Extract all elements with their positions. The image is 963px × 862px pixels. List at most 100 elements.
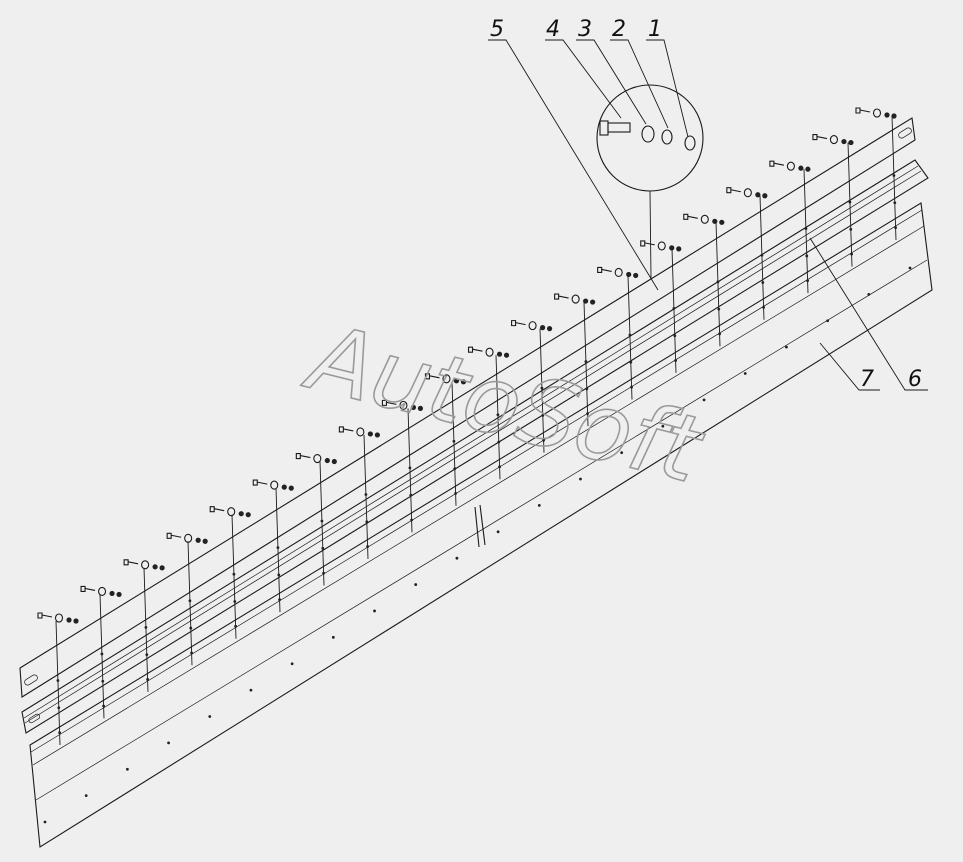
bolt-shank bbox=[558, 295, 569, 299]
bolt-head bbox=[597, 266, 603, 274]
mount-hole bbox=[674, 359, 677, 362]
mount-hole bbox=[453, 467, 457, 470]
plate-hole bbox=[743, 372, 747, 375]
plate-hole bbox=[908, 266, 912, 270]
spring-washer bbox=[712, 218, 718, 224]
mount-hole bbox=[234, 624, 238, 628]
mount-hole bbox=[629, 360, 633, 364]
mount-hole bbox=[584, 360, 588, 363]
mount-hole bbox=[278, 598, 281, 602]
drop-line bbox=[495, 355, 501, 480]
mount-hole bbox=[804, 227, 808, 231]
mount-hole bbox=[454, 491, 457, 495]
nut bbox=[848, 139, 854, 146]
spring-washer bbox=[755, 192, 761, 198]
bolt-shank bbox=[859, 109, 871, 113]
spring-washer bbox=[324, 457, 330, 464]
flat-washer bbox=[399, 400, 408, 410]
leader-lines bbox=[488, 39, 928, 391]
nut bbox=[331, 458, 337, 465]
flat-washer bbox=[54, 613, 64, 623]
flat-washer bbox=[485, 347, 494, 357]
drop-line bbox=[187, 541, 193, 666]
plate-hole bbox=[290, 662, 294, 666]
strip-wide-plate bbox=[29, 202, 933, 848]
bolt-head bbox=[855, 107, 861, 114]
mount-hole bbox=[893, 201, 897, 205]
drop-line bbox=[759, 195, 765, 320]
bolt-shank bbox=[773, 162, 785, 166]
mount-hole bbox=[498, 465, 501, 469]
mount-hole bbox=[102, 704, 105, 708]
drop-line bbox=[847, 142, 853, 267]
drop-line bbox=[671, 248, 677, 373]
bolt-stack bbox=[381, 399, 424, 533]
flat-washer bbox=[442, 374, 451, 384]
flat-washer bbox=[700, 214, 709, 224]
spring-washer bbox=[539, 325, 546, 331]
flat-washer bbox=[743, 188, 752, 198]
flat-washer bbox=[614, 267, 623, 278]
flat-washer bbox=[270, 480, 279, 490]
flat-washer bbox=[872, 108, 882, 118]
spring-washer bbox=[410, 404, 417, 410]
detail-view bbox=[596, 84, 704, 279]
nut bbox=[503, 352, 510, 358]
flat-washer bbox=[98, 586, 107, 596]
mount-hole bbox=[894, 226, 897, 230]
mount-hole bbox=[100, 652, 104, 656]
bolt-shank bbox=[515, 322, 526, 326]
mount-hole bbox=[320, 519, 324, 523]
callout-5: 5 bbox=[490, 17, 504, 42]
plate-hole bbox=[826, 319, 830, 323]
plate-hole bbox=[208, 715, 212, 718]
spring-washer bbox=[453, 378, 460, 384]
plate-hole bbox=[43, 820, 47, 824]
plate-hole bbox=[331, 635, 335, 639]
spring-washer bbox=[841, 138, 847, 145]
spring-washer bbox=[109, 590, 115, 597]
mount-hole bbox=[189, 626, 193, 630]
bolt-shank bbox=[41, 614, 53, 618]
bolt-shank bbox=[300, 454, 311, 459]
drop-line bbox=[55, 620, 61, 746]
mount-hole bbox=[805, 254, 809, 258]
flat-washer bbox=[657, 241, 666, 251]
mount-hole bbox=[321, 546, 325, 550]
drop-line bbox=[803, 169, 809, 294]
flat-washer bbox=[528, 321, 537, 331]
bolt-shank bbox=[730, 189, 741, 193]
flat-washer bbox=[829, 135, 838, 145]
bolt-head bbox=[640, 240, 646, 247]
bolt-head bbox=[381, 399, 387, 406]
spring-washer bbox=[367, 431, 373, 437]
plate-hole bbox=[249, 688, 253, 692]
bolt-head bbox=[812, 134, 818, 141]
mount-hole bbox=[849, 227, 853, 231]
drop-line bbox=[451, 381, 457, 506]
bolt-head bbox=[769, 160, 775, 167]
drop-line bbox=[319, 461, 325, 586]
nut bbox=[159, 565, 165, 571]
nut bbox=[719, 219, 725, 225]
fastener-group bbox=[37, 107, 897, 746]
mount-hole bbox=[672, 307, 676, 310]
mount-hole bbox=[144, 625, 148, 629]
bolt-shank bbox=[644, 242, 655, 246]
callout-3: 3 bbox=[578, 17, 592, 42]
bolt-head bbox=[80, 585, 86, 592]
bolt-shank bbox=[472, 348, 483, 352]
bolt-stack bbox=[597, 266, 639, 400]
plate-hole bbox=[84, 794, 88, 798]
mount-hole bbox=[408, 466, 412, 470]
callouts: 5 4 3 2 1 7 6 bbox=[490, 17, 922, 392]
plate-hole bbox=[125, 767, 129, 771]
mount-hole bbox=[232, 572, 236, 576]
mount-hole bbox=[496, 413, 500, 417]
nut bbox=[417, 405, 424, 411]
flat-washer bbox=[786, 161, 795, 171]
nut bbox=[590, 299, 596, 305]
nut bbox=[460, 379, 467, 385]
mount-hole bbox=[101, 679, 105, 683]
bolt-shank bbox=[214, 508, 225, 512]
